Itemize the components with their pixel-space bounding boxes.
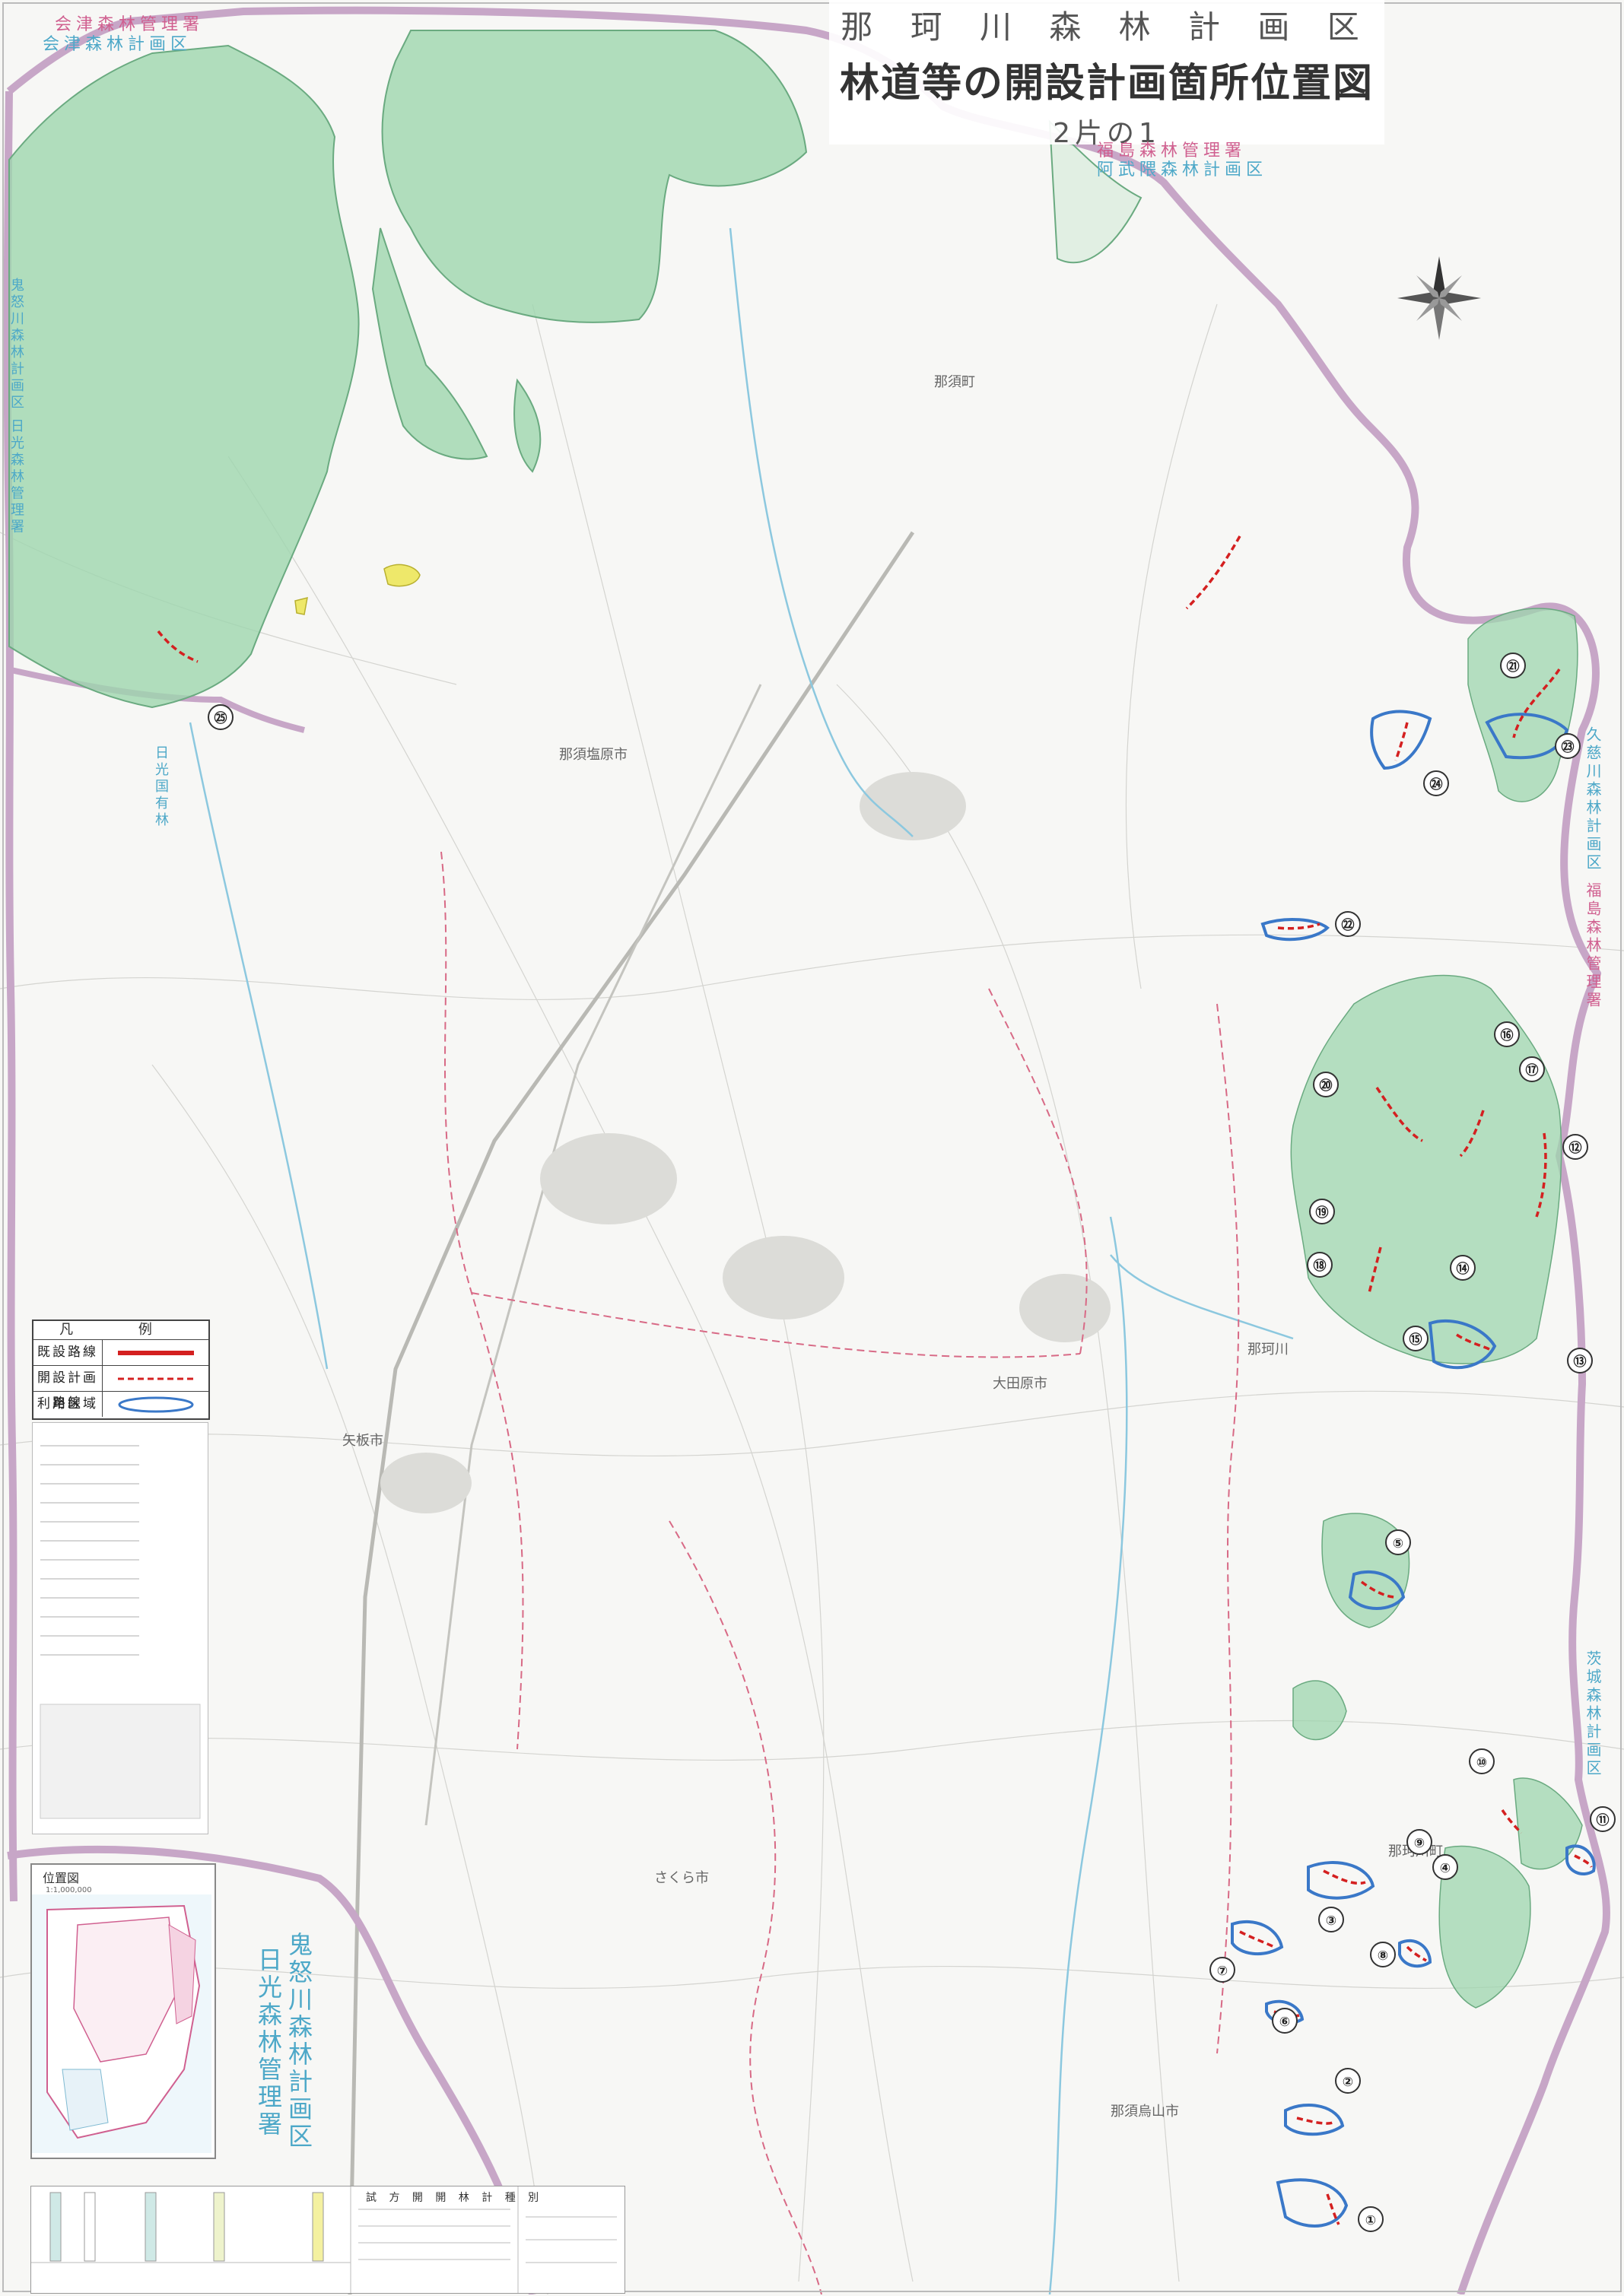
legend-row-planned: 開設計画路線 — [33, 1366, 208, 1411]
location-inset-map: 位置図 1:1,000,000 — [30, 1863, 216, 2159]
site-marker[interactable]: ⑲ — [1309, 1199, 1335, 1224]
rivers — [189, 227, 1294, 2294]
site-marker[interactable]: ⑱ — [1307, 1252, 1333, 1278]
boundary-label-fukushima-office: 福島森林管理署 — [1097, 141, 1247, 160]
map-title: 林道等の開設計画箇所位置図 — [839, 61, 1374, 106]
title-block: 那 珂 川 森 林 計 画 区 林道等の開設計画箇所位置図 2片の1 — [829, 0, 1384, 149]
site-marker[interactable]: ⑰ — [1519, 1056, 1545, 1082]
boundary-label-aizu-district: 会津森林計画区 — [43, 35, 192, 54]
site-marker[interactable]: ② — [1335, 2068, 1361, 2094]
planned-route-symbol — [117, 1377, 194, 1380]
compass-rose — [1397, 256, 1481, 340]
boundary-label-aizu-office: 会津森林管理署 — [55, 15, 205, 34]
boundary-label-kinugawa-bottom: 鬼怒川森林計画区 — [284, 1932, 313, 2151]
site-marker[interactable]: ⑧ — [1370, 1942, 1396, 1967]
site-marker[interactable]: ㉕ — [208, 704, 234, 730]
site-marker[interactable]: ㉓ — [1555, 733, 1581, 759]
urban-areas — [380, 772, 1111, 1513]
site-marker[interactable]: ⑩ — [1469, 1748, 1495, 1774]
site-marker[interactable]: ⑯ — [1494, 1021, 1520, 1047]
municipal-boundaries — [440, 851, 1240, 2294]
site-marker[interactable]: ⑥ — [1272, 2008, 1298, 2034]
usage-areas — [1231, 710, 1596, 2228]
district-boundary-upper — [7, 666, 305, 733]
inset-scale: 1:1,000,000 — [46, 1886, 92, 1894]
place-name: 那須烏山市 — [1111, 2104, 1179, 2120]
usage-area-symbol — [118, 1396, 193, 1412]
boundary-label-ibaraki: 茨城森林計画区 — [1584, 1650, 1602, 1778]
place-name: 大田原市 — [993, 1376, 1047, 1392]
site-marker[interactable]: ⑬ — [1567, 1348, 1593, 1373]
forest-district-title: 那 珂 川 森 林 計 画 区 — [841, 8, 1373, 46]
site-marker[interactable]: ⑮ — [1403, 1326, 1429, 1351]
inset-title: 位置図 — [43, 1871, 80, 1885]
place-name: 那須塩原市 — [559, 747, 628, 763]
highway — [348, 531, 915, 2294]
place-name: 那須町 — [934, 374, 975, 390]
boundary-label-kujigawa: 久慈川森林計画区 — [1584, 726, 1602, 872]
sheet-number: 2片の1 — [1053, 118, 1161, 149]
railway — [424, 684, 762, 1826]
site-marker[interactable]: ⑦ — [1209, 1957, 1235, 1983]
table-title: 試 方 開 開 林 計 種 別 — [366, 2192, 544, 2204]
boundary-label-left-vertical: 鬼怒川森林計画区 日光森林管理署 — [6, 278, 26, 536]
table-grid — [31, 2186, 617, 2293]
site-marker[interactable]: ㉒ — [1335, 911, 1361, 937]
legend-header: 凡 例 — [33, 1321, 208, 1340]
site-marker[interactable]: ⑳ — [1313, 1072, 1339, 1097]
site-marker[interactable]: ⑤ — [1385, 1529, 1411, 1555]
place-name: 矢板市 — [342, 1433, 383, 1449]
boundary-label-nikko: 日光国有林 — [153, 745, 169, 829]
boundary-label-abukuma-district: 阿武隈森林計画区 — [1097, 160, 1268, 179]
site-marker[interactable]: ㉔ — [1423, 770, 1449, 796]
legend-label: 利用区域 — [33, 1392, 103, 1417]
symbol-legend-lines — [40, 1445, 201, 1819]
district-boundary-left — [3, 91, 17, 1902]
legend-label: 既設路線 — [33, 1340, 103, 1365]
legend-label: 開設計画路線 — [33, 1366, 103, 1411]
east-forest-areas — [1290, 608, 1583, 2009]
place-name: さくら市 — [654, 1870, 709, 1886]
existing-route-symbol — [117, 1350, 194, 1355]
legend-row-area: 利用区域 — [33, 1392, 208, 1417]
planned-routes — [157, 535, 1593, 2225]
district-boundary-bottom — [7, 1845, 536, 2294]
site-marker[interactable]: ⑨ — [1406, 1829, 1432, 1855]
legend: 凡 例 既設路線 開設計画路線 利用区域 — [32, 1319, 210, 1420]
site-marker[interactable]: ㉑ — [1500, 653, 1526, 678]
site-marker[interactable]: ④ — [1432, 1854, 1458, 1880]
site-marker[interactable]: ① — [1358, 2206, 1384, 2232]
legend-row-existing: 既設路線 — [33, 1340, 208, 1366]
national-forest — [8, 30, 1143, 709]
site-marker[interactable]: ③ — [1318, 1907, 1344, 1932]
boundary-label-nikko-office-bottom: 日光森林管理署 — [254, 1947, 283, 2139]
site-marker[interactable]: ⑫ — [1562, 1134, 1588, 1160]
inset-map-drawing — [32, 1894, 211, 2153]
symbol-legend-panel — [32, 1422, 208, 1834]
boundary-label-fukushima-right: 福島森林管理署 — [1584, 882, 1602, 1010]
site-marker[interactable]: ⑪ — [1590, 1806, 1616, 1832]
forest-classification-table: 試 方 開 開 林 計 種 別 — [30, 2186, 625, 2294]
place-name: 那珂川 — [1247, 1342, 1289, 1358]
reserved-areas — [294, 564, 421, 615]
site-marker[interactable]: ⑭ — [1450, 1255, 1476, 1281]
